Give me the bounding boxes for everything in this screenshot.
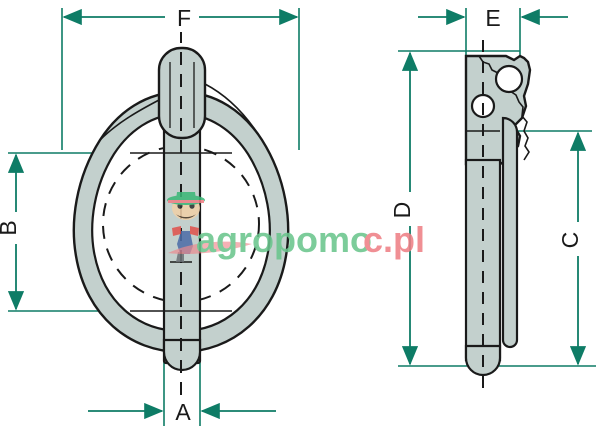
loop-leg-left [99, 99, 160, 141]
mascot-boots [176, 252, 184, 262]
mascot-arm-right [190, 226, 199, 236]
dimension-label-B: B [0, 220, 21, 235]
dimension-label-E: E [485, 5, 500, 31]
dimension-label-C: C [557, 232, 583, 249]
watermark: agropomo c.pl [167, 192, 425, 262]
mascot-arm-left [172, 226, 181, 236]
dimension-label-A: A [175, 399, 191, 425]
mascot-hat-band [168, 200, 204, 203]
loop-leg-right [204, 83, 263, 141]
side-view-break-edge [478, 55, 530, 161]
dimension-label-D: D [389, 202, 415, 219]
mascot-swoosh [168, 241, 252, 254]
farmer-mascot-icon [167, 192, 252, 262]
side-view-upper-hole [494, 64, 524, 94]
dimension-arrows [7, 8, 587, 420]
side-view-clip-leg [501, 116, 519, 349]
pin-shaft-tip [162, 338, 202, 372]
front-view [72, 30, 290, 398]
dimension-label-F: F [177, 5, 191, 31]
mascot-moustache [176, 214, 196, 219]
watermark-text-green: agropomo [196, 219, 372, 260]
side-view [464, 40, 532, 390]
dimension-labels: F E B A D C [0, 2, 592, 428]
